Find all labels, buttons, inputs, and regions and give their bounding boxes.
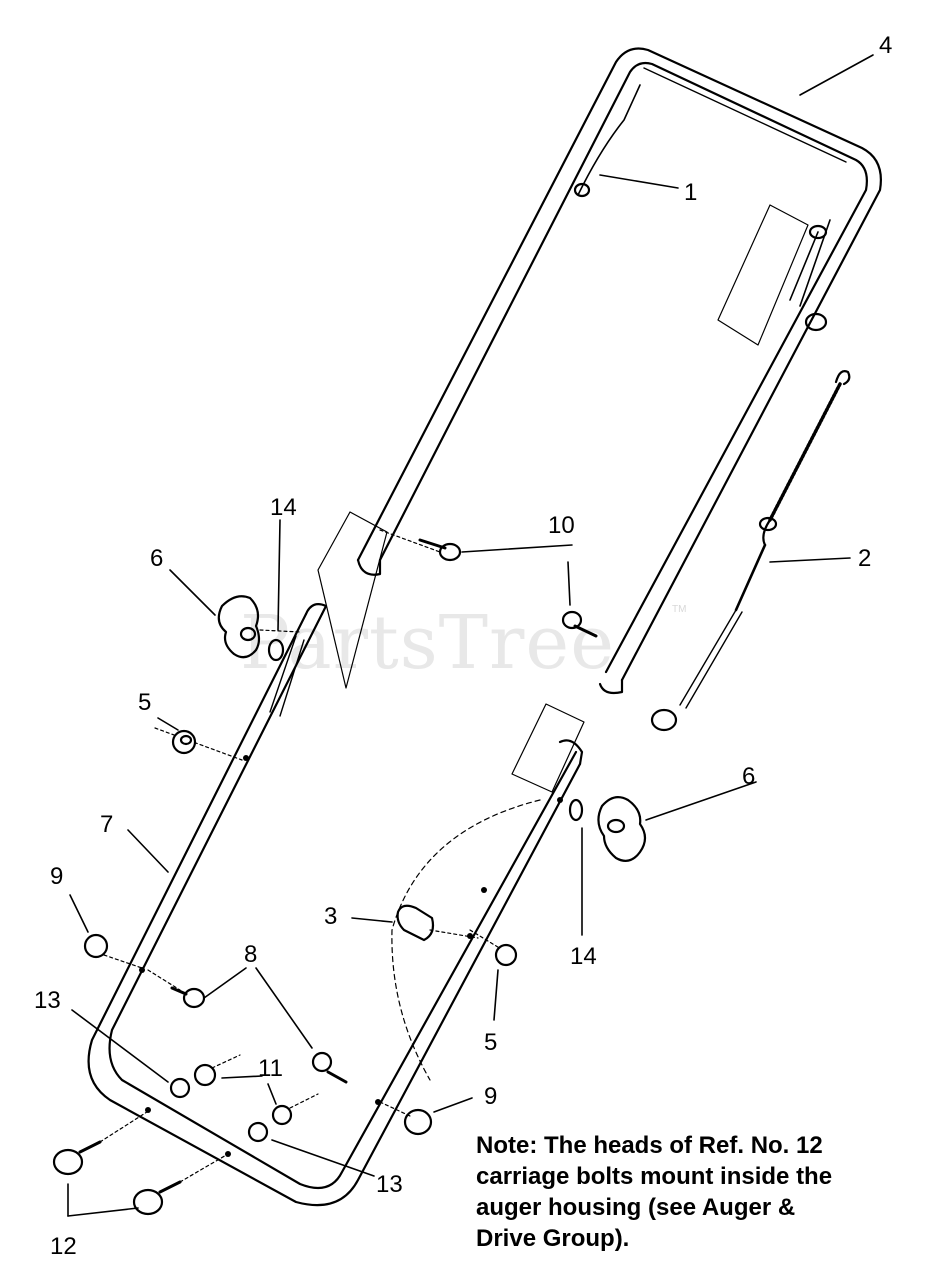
callout-12: 12	[50, 1233, 77, 1260]
bolt-8-right	[311, 1051, 348, 1084]
carriage-bolt-12-right	[132, 1153, 229, 1216]
note-line-2: carriage bolts mount inside the	[476, 1163, 833, 1190]
nut-11-left	[193, 1063, 217, 1087]
hidden-box-right	[511, 703, 585, 793]
control-cable	[573, 84, 831, 332]
callout-9-left: 9	[50, 863, 63, 890]
callout-9-right: 9	[484, 1083, 497, 1110]
nut-11-right	[271, 1104, 293, 1126]
carriage-bolt-12-left	[52, 1109, 151, 1176]
assembly-note: Note: The heads of Ref. No. 12 carriage …	[476, 1130, 916, 1254]
callout-10: 10	[548, 512, 575, 539]
nut-5-right	[469, 929, 518, 967]
nut-13-left	[169, 1077, 191, 1099]
handle-holes	[139, 755, 563, 1157]
callout-3: 3	[324, 903, 337, 930]
bolt-10-upper	[379, 529, 462, 562]
callout-6-right: 6	[742, 763, 755, 790]
hidden-box-left	[317, 511, 388, 689]
upper-handle	[356, 47, 882, 695]
nut-5-left	[154, 727, 243, 761]
knob-6-left	[217, 595, 301, 659]
bushing-3	[396, 904, 479, 942]
bolt-10-lower	[561, 610, 598, 638]
washer-14-left	[267, 638, 285, 662]
callout-14-right: 14	[570, 943, 597, 970]
nut-13-right	[247, 1121, 269, 1143]
callout-5-right: 5	[484, 1029, 497, 1056]
callout-7: 7	[100, 811, 113, 838]
knob-6-right	[597, 795, 647, 863]
bolt-8-left	[147, 969, 206, 1009]
watermark-text: PartsTree	[240, 600, 615, 686]
callout-14-left: 14	[270, 494, 297, 521]
callout-1: 1	[684, 179, 697, 206]
lower-handle	[87, 603, 584, 1207]
nut-9-right	[379, 1101, 433, 1136]
callout-6-left: 6	[150, 545, 163, 572]
washer-14-right	[568, 798, 584, 822]
hidden-box-upper	[717, 204, 809, 346]
spring-link	[650, 370, 851, 732]
nut-9-left	[83, 933, 143, 969]
callout-11: 11	[258, 1055, 283, 1082]
note-line-3: auger housing (see Auger &	[476, 1194, 796, 1221]
watermark-tm: TM	[672, 604, 686, 615]
callout-8: 8	[244, 941, 257, 968]
callout-2: 2	[858, 545, 871, 572]
note-line-1: Note: The heads of Ref. No. 12	[476, 1132, 823, 1159]
assembly-arc	[391, 799, 541, 1081]
leader-lines	[67, 54, 874, 1217]
note-line-4: Drive Group).	[476, 1225, 630, 1252]
callout-4: 4	[879, 32, 892, 59]
callout-5-left: 5	[138, 689, 151, 716]
callout-13-right: 13	[376, 1171, 403, 1198]
callout-13-left: 13	[34, 987, 61, 1014]
